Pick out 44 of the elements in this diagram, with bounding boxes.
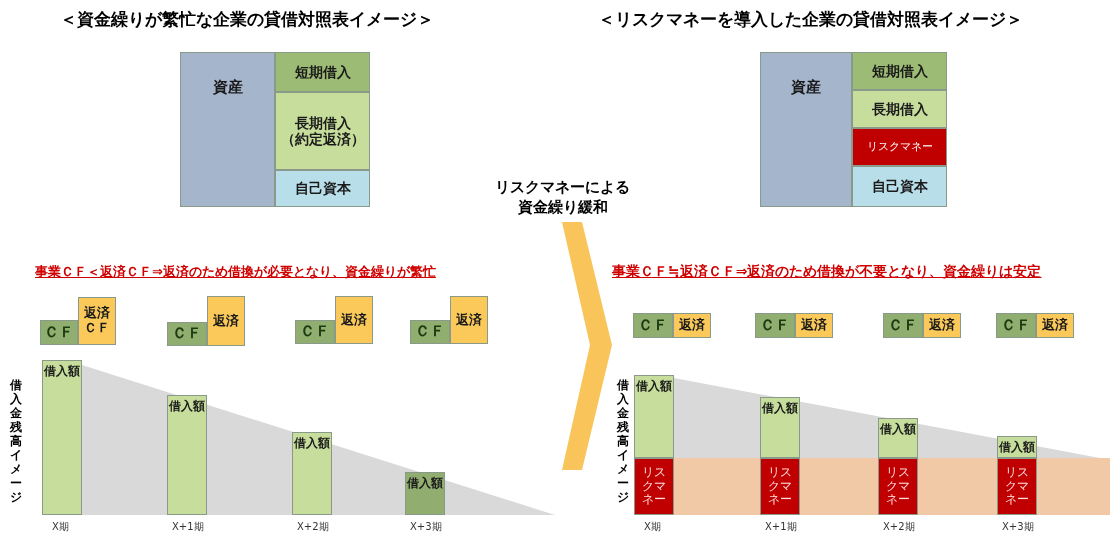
cash-flow-block: ＣＦ bbox=[410, 320, 450, 344]
arrow-caption: リスクマネーによる資金繰り緩和 bbox=[494, 178, 631, 217]
repayment-block: 返済 bbox=[1036, 313, 1074, 338]
repayment-block: 返済 bbox=[207, 296, 245, 346]
repayment-block: 返済 bbox=[673, 313, 711, 338]
equity-block: 自己資本 bbox=[275, 170, 370, 207]
loan-balance-bar: 借入額 bbox=[634, 375, 674, 458]
cash-flow-block: ＣＦ bbox=[633, 313, 673, 338]
cash-flow-block: ＣＦ bbox=[40, 320, 78, 345]
risk-money-bar: リスクマネー bbox=[997, 458, 1037, 515]
cash-flow-block: ＣＦ bbox=[755, 313, 795, 338]
cash-flow-block: ＣＦ bbox=[167, 322, 207, 346]
risk-money-bar: リスクマネー bbox=[878, 458, 918, 515]
axis-label: 借入金残高イメージ bbox=[617, 378, 630, 504]
equity-block: 自己資本 bbox=[852, 166, 947, 207]
risk-money-block: リスクマネー bbox=[852, 128, 947, 166]
heading: ＜資金繰りが繁忙な企業の貸借対照表イメージ＞ bbox=[60, 8, 434, 31]
loan-balance-bar: 借入額 bbox=[997, 436, 1037, 458]
asset-block: 資産 bbox=[180, 52, 275, 207]
loan-balance-bar: 借入額 bbox=[405, 472, 445, 515]
loan-balance-bar: 借入額 bbox=[292, 432, 332, 515]
loan-balance-bar: 借入額 bbox=[167, 395, 207, 515]
risk-money-bar: リスクマネー bbox=[634, 458, 674, 515]
cash-flow-block: ＣＦ bbox=[295, 320, 335, 344]
asset-block: 資産 bbox=[760, 52, 852, 207]
repayment-block: 返済 bbox=[335, 296, 373, 344]
short-term-loan-block: 短期借入 bbox=[275, 52, 370, 92]
loan-balance-bar: 借入額 bbox=[760, 397, 800, 458]
headline-note: 事業ＣＦ＜返済ＣＦ⇒返済のため借換が必要となり、資金繰りが繁忙 bbox=[35, 263, 436, 281]
cash-flow-block: ＣＦ bbox=[883, 313, 923, 338]
repayment-block: 返済 bbox=[795, 313, 833, 338]
axis-label: 借入金残高イメージ bbox=[10, 378, 23, 504]
cash-flow-block: ＣＦ bbox=[996, 313, 1036, 338]
loan-balance-bar: 借入額 bbox=[878, 418, 918, 458]
headline-note: 事業ＣＦ≒返済ＣＦ⇒返済のため借換が不要となり、資金繰りは安定 bbox=[612, 263, 1042, 281]
heading: ＜リスクマネーを導入した企業の貸借対照表イメージ＞ bbox=[598, 8, 1023, 31]
repayment-block: 返済 bbox=[923, 313, 961, 338]
short-term-loan-block: 短期借入 bbox=[852, 52, 947, 90]
loan-balance-bar: 借入額 bbox=[42, 360, 82, 515]
risk-money-bar: リスクマネー bbox=[760, 458, 800, 515]
long-term-loan-block: 長期借入 bbox=[852, 90, 947, 128]
long-term-loan-block: 長期借入（約定返済） bbox=[275, 92, 370, 170]
repayment-block: 返済 bbox=[450, 296, 488, 344]
repayment-block: 返済ＣＦ bbox=[78, 297, 116, 345]
